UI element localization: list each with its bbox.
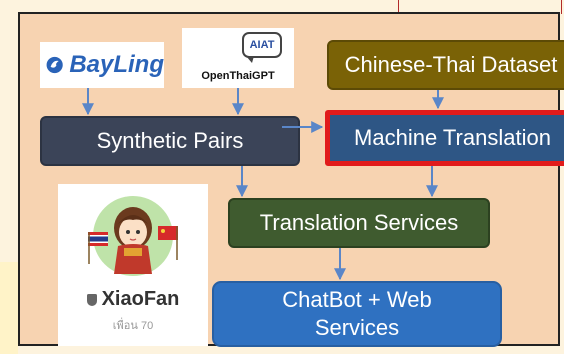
machine-translation-node: Machine Translation (325, 110, 564, 166)
background-strip (0, 262, 18, 354)
chatbot-label-line1: ChatBot + Web (282, 287, 432, 312)
translation-services-node: Translation Services (228, 198, 490, 248)
chat-bubble-icon: AIAT (242, 32, 282, 58)
chatbot-node: ChatBot + Web Services (212, 281, 502, 347)
chatbot-label-line2: Services (314, 315, 400, 340)
xiaofan-friends: เพื่อน 70 (112, 320, 154, 332)
background-lines (398, 0, 562, 14)
bayling-label: BayLing (69, 51, 164, 78)
xiaofan-name: XiaoFan (58, 288, 208, 311)
arrows-layer (82, 88, 444, 281)
synthetic-pairs-node: Synthetic Pairs (40, 116, 300, 166)
xiaofan-card: XiaoFan เพื่อน 70 (58, 184, 208, 346)
openthaigpt-badge: AIAT (249, 39, 275, 51)
openthaigpt-label: OpenThaiGPT (201, 70, 275, 82)
openthaigpt-logo: AIAT OpenThaiGPT (182, 28, 294, 88)
xiaofan-avatar-icon (88, 196, 178, 276)
dataset-node: Chinese-Thai Dataset (327, 40, 564, 90)
bayling-logo: BayLing (40, 42, 164, 88)
xiaofan-name-text: XiaoFan (101, 288, 180, 310)
chat-bubble-tail (246, 56, 254, 63)
shield-icon (86, 293, 97, 306)
diagram-panel: BayLing AIAT OpenThaiGPT Chinese-Thai Da… (18, 12, 564, 347)
bayling-bird-icon (46, 56, 63, 74)
